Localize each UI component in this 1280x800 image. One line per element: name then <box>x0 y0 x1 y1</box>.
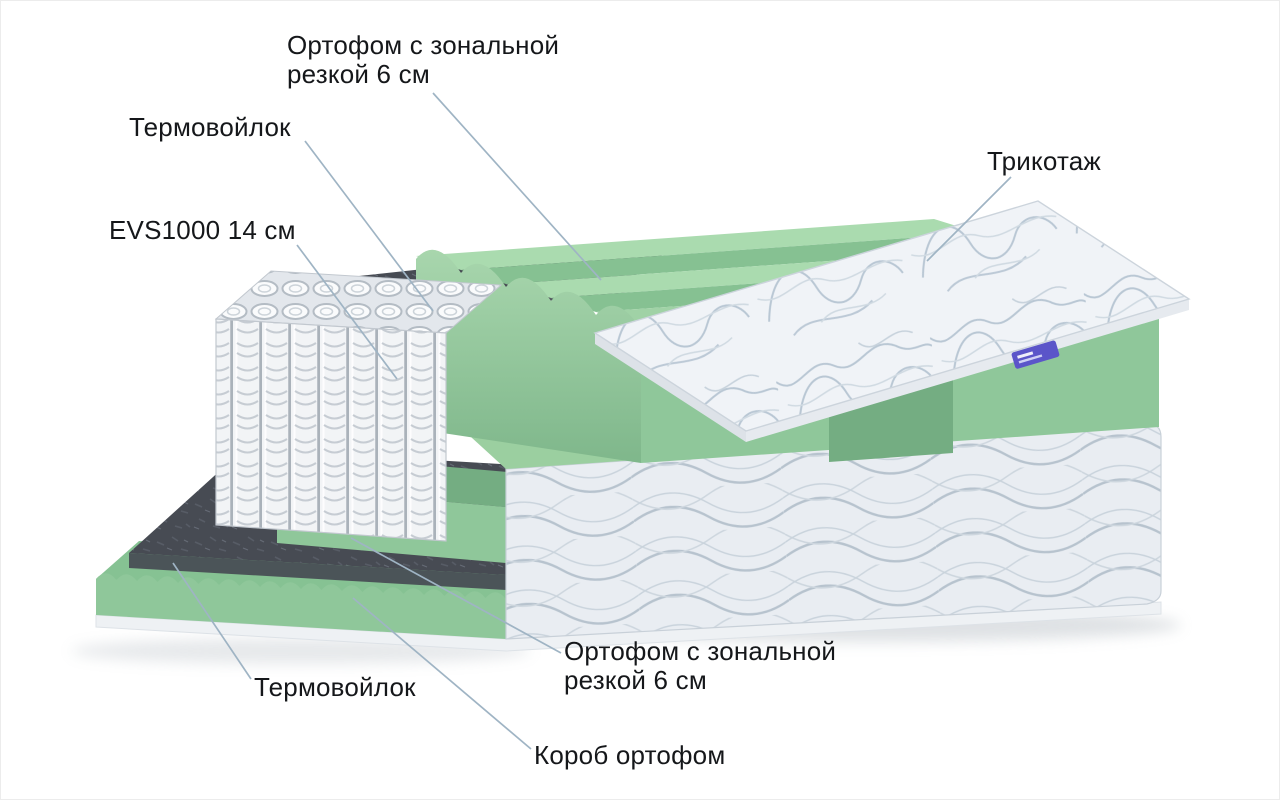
tricot-side-left <box>595 333 746 442</box>
label-thermofelt-bottom: Термовойлок <box>254 672 416 702</box>
leader-lines <box>172 92 1012 750</box>
brand-tag <box>1011 340 1060 369</box>
leader-thermofelt-top-line <box>304 140 434 312</box>
spring-block <box>214 270 503 542</box>
leader-thermofelt-bottom-line <box>172 562 252 680</box>
label-korob: Короб ортофом <box>534 740 726 770</box>
leader-evs-line <box>296 244 398 380</box>
leader-orthofoam-top-line <box>432 92 602 281</box>
label-evs1000: EVS1000 14 см <box>109 215 296 245</box>
label-tricot: Трикотаж <box>987 146 1102 176</box>
spring-block-front <box>215 318 447 542</box>
thermofelt-bottom-edge <box>129 553 506 590</box>
tricot-top-panel <box>593 200 1191 442</box>
label-orthofoam-top: Ортофом с зональной резкой 6 см <box>287 30 560 90</box>
korob-foam-layer <box>96 573 506 639</box>
tricot-side-right <box>746 299 1189 442</box>
leader-tricot-line <box>926 176 1012 262</box>
tricot-top-texture <box>593 200 1191 432</box>
leader-orthofoam-bottom-line <box>350 537 562 654</box>
leader-korob-line <box>352 597 532 750</box>
label-thermofelt-top: Термовойлок <box>129 112 291 142</box>
label-orthofoam-bottom: Ортофом с зональной резкой 6 см <box>564 636 837 696</box>
